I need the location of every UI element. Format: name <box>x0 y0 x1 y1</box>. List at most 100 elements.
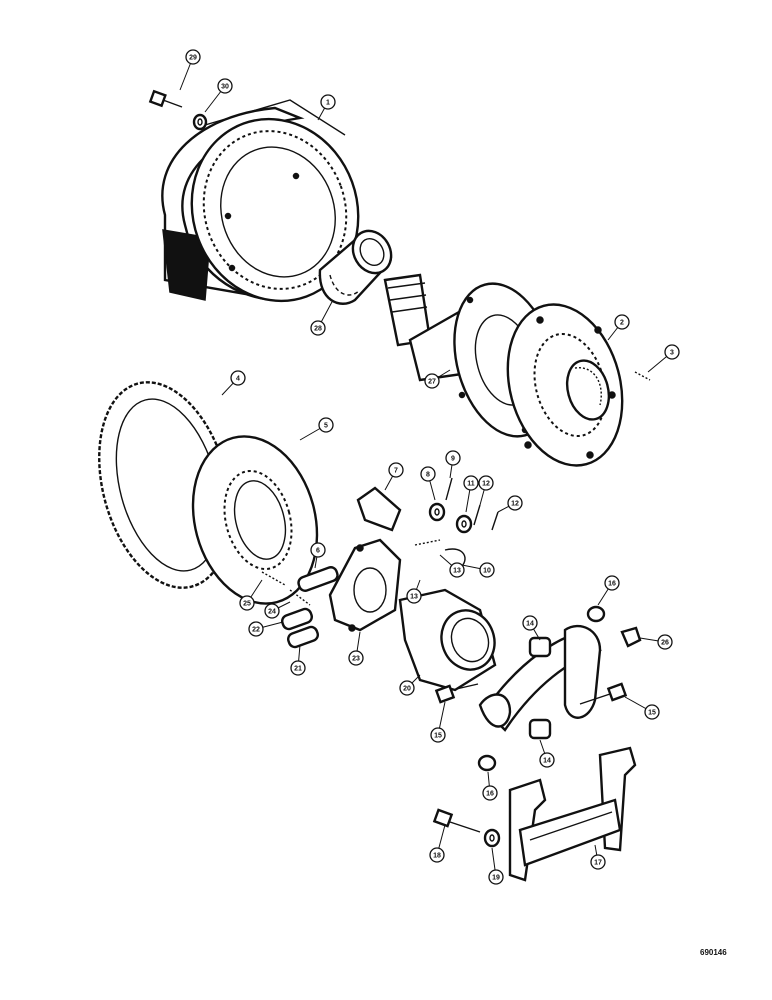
callout-number: 24 <box>268 609 276 616</box>
callout-9: 9 <box>445 450 461 479</box>
callout-circle <box>430 727 446 743</box>
callout-number: 4 <box>236 376 240 383</box>
callout-circle <box>239 595 255 611</box>
callout-circle <box>644 704 660 720</box>
callout-circle <box>399 680 415 696</box>
callout-circle <box>539 752 555 768</box>
callout-number: 12 <box>511 501 519 508</box>
carrier-23 <box>328 538 402 632</box>
callout-number: 2 <box>620 320 624 327</box>
callout-circle <box>310 542 326 558</box>
callout-12a: 12 <box>478 475 494 506</box>
callout-circle <box>522 615 538 631</box>
callout-number: 26 <box>661 640 669 647</box>
callout-5: 5 <box>299 417 334 441</box>
callout-20: 20 <box>399 674 421 696</box>
spring-13 <box>414 539 441 546</box>
callout-22: 22 <box>248 621 284 637</box>
callout-23: 23 <box>348 631 364 666</box>
callout-number: 13 <box>410 594 418 601</box>
pin-12a <box>473 504 481 526</box>
callout-circle <box>590 854 606 870</box>
callout-number: 9 <box>451 456 455 463</box>
plate-7 <box>356 486 402 532</box>
callout-number: 12 <box>482 481 490 488</box>
callout-26: 26 <box>639 634 673 650</box>
callout-circle <box>463 475 479 491</box>
callout-number: 23 <box>352 656 360 663</box>
fork-17 <box>508 746 637 882</box>
pin-22 <box>281 607 313 631</box>
callout-circle <box>217 78 233 94</box>
callout-27: 27 <box>424 369 451 389</box>
pin-9 <box>445 477 453 501</box>
callout-6: 6 <box>310 542 326 569</box>
callout-29: 29 <box>179 49 201 91</box>
bolt-15b <box>579 682 628 705</box>
callout-circle <box>488 869 504 885</box>
bolt-29 <box>148 89 183 108</box>
callout-10: 10 <box>461 562 495 578</box>
callout-circle <box>482 785 498 801</box>
callout-circle <box>348 650 364 666</box>
callout-circle <box>185 49 201 65</box>
washer-19 <box>483 828 501 848</box>
callout-28: 28 <box>310 299 334 336</box>
callout-number: 16 <box>608 581 616 588</box>
callout-number: 10 <box>483 568 491 575</box>
callout-17: 17 <box>590 844 606 870</box>
callout-number: 15 <box>434 733 442 740</box>
callout-13b: 13 <box>406 579 422 604</box>
callout-number: 17 <box>594 860 602 867</box>
washer-30 <box>192 113 208 131</box>
callout-circle <box>479 562 495 578</box>
callout-number: 25 <box>243 601 251 608</box>
callout-4: 4 <box>221 370 246 396</box>
callout-circle <box>230 370 246 386</box>
callout-2: 2 <box>607 314 630 341</box>
spring-25 <box>261 571 286 586</box>
callout-number: 14 <box>543 758 551 765</box>
callout-16a: 16 <box>597 575 620 606</box>
callout-number: 18 <box>433 853 441 860</box>
callout-circle <box>420 466 436 482</box>
callout-number: 29 <box>189 55 197 62</box>
callout-number: 1 <box>326 100 330 107</box>
callout-circle <box>310 320 326 336</box>
callout-number: 19 <box>492 875 500 882</box>
callout-number: 14 <box>526 621 534 628</box>
callout-13a: 13 <box>439 554 465 578</box>
callout-circle <box>478 475 494 491</box>
bolt-15a <box>434 683 479 704</box>
callout-number: 8 <box>426 472 430 479</box>
callout-circle <box>388 462 404 478</box>
callout-number: 20 <box>403 686 411 693</box>
callout-number: 27 <box>428 379 436 386</box>
callout-circle <box>320 94 336 110</box>
callout-circle <box>318 417 334 433</box>
callout-circle <box>657 634 673 650</box>
callout-19: 19 <box>488 847 504 885</box>
callout-circle <box>614 314 630 330</box>
spring-24 <box>289 589 311 606</box>
callout-number: 7 <box>394 468 398 475</box>
figure-id-label: 690146 <box>700 948 727 957</box>
callout-number: 22 <box>252 627 260 634</box>
callout-number: 13 <box>453 568 461 575</box>
callout-14b: 14 <box>539 739 555 768</box>
nut-16b <box>477 754 497 772</box>
pin-6 <box>297 566 339 592</box>
pin-21 <box>287 625 319 649</box>
callout-circle <box>264 603 280 619</box>
callout-11: 11 <box>463 475 479 513</box>
callout-circle <box>248 621 264 637</box>
callout-circle <box>406 588 422 604</box>
sleeve-20 <box>398 588 497 692</box>
bolt-18 <box>432 808 481 833</box>
nut-16a <box>586 605 606 623</box>
callout-circle <box>290 660 306 676</box>
callout-21: 21 <box>290 644 306 676</box>
disc-5 <box>191 435 319 605</box>
